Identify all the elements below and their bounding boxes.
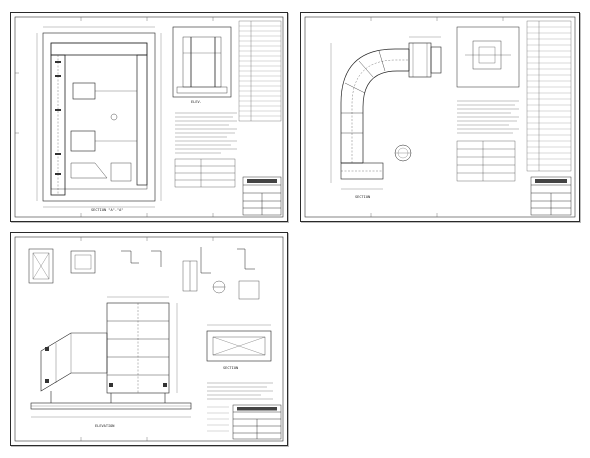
sheet-1-drawing: SECTION "A"-"A" ELEV. <box>14 16 284 218</box>
title-block <box>232 404 282 440</box>
svg-text:SECTION: SECTION <box>355 195 370 199</box>
title-block <box>530 176 572 216</box>
detail-box <box>456 26 520 88</box>
section-boxes <box>28 247 255 284</box>
plan-rectangle <box>206 330 272 362</box>
bolt-details <box>182 260 260 300</box>
small-table <box>456 140 516 182</box>
svg-text:SECTION: SECTION <box>223 366 238 370</box>
svg-text:ELEV.: ELEV. <box>191 100 202 104</box>
svg-text:SECTION "A"-"A": SECTION "A"-"A" <box>91 208 123 212</box>
main-elevation <box>30 302 192 410</box>
drawing-sheet-3: ELEVATION SECTION <box>10 232 288 446</box>
title-block <box>242 176 282 216</box>
elevation-view <box>172 26 232 98</box>
notes-block <box>175 112 237 154</box>
drawing-sheet-2: SECTION <box>300 12 580 222</box>
svg-text:ELEVATION: ELEVATION <box>95 424 114 428</box>
fan-housing <box>408 42 442 78</box>
notes-block <box>457 100 519 134</box>
drawing-sheet-1: SECTION "A"-"A" ELEV. <box>10 12 288 222</box>
sheet-2-drawing: SECTION <box>304 16 576 218</box>
plan-view <box>42 32 156 202</box>
revision-list <box>526 20 572 172</box>
notes-block <box>207 382 273 400</box>
sheet-3-drawing: ELEVATION SECTION <box>14 236 284 442</box>
small-table <box>174 158 236 188</box>
